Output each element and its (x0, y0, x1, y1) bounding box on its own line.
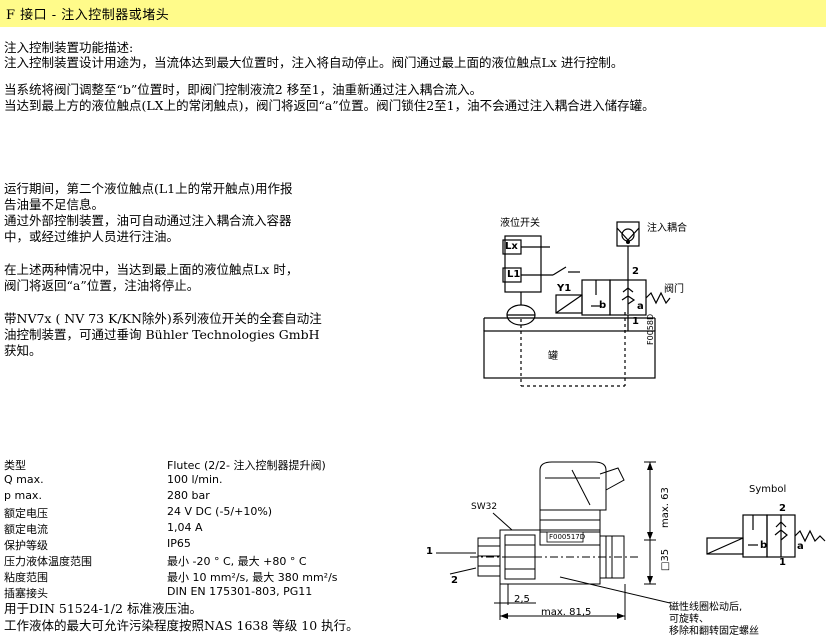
para-1-line-2: 告油量不足信息。 (4, 197, 105, 212)
spec-label-p: p max. (4, 489, 42, 502)
drawing-code: F000517D (549, 533, 586, 541)
para-2-line-2: 中，或经过维护人员进行注油。 (4, 229, 180, 244)
para-2-line-1: 通过外部控制装置，油可自动通过注入耦合流入容器 (4, 213, 292, 228)
footnote-2: 工作液体的最大可允许污染程度按照NAS 1638 等级 10 执行。 (4, 618, 359, 633)
section-header: F 接口 - 注入控制器或堵头 (0, 0, 826, 27)
spec-value-q: 100 l/min. (167, 473, 223, 486)
symbol-port-1: 1 (779, 557, 786, 568)
spec-value-temperature: 最小 -20 ° C, 最大 +80 ° C (167, 555, 307, 568)
schematic-code: F0058D (646, 313, 655, 345)
label-max-63: max. 63 (660, 487, 671, 528)
label-d35: □35 (660, 548, 671, 571)
drawing-port-2: 2 (451, 575, 458, 586)
label-y1: Y1 (557, 283, 572, 294)
spec-label-q: Q max. (4, 473, 44, 486)
drawing-port-1: 1 (426, 546, 433, 557)
symbol-title: Symbol (749, 484, 787, 495)
tank-shape (483, 330, 656, 379)
para-3-line-2: 阀门将返回“a”位置，注油将停止。 (4, 278, 200, 293)
spec-value-type: Flutec (2/2- 注入控制器提升阀) (167, 459, 326, 472)
note-line-1: 磁性线圈松动后, (669, 602, 743, 613)
para-4-line-1: 带NV7x ( NV 73 K/KN除外)系列液位开关的全套自动注 (4, 311, 322, 326)
spec-label-current: 额定电流 (4, 523, 48, 536)
spec-label-temperature: 压力液体温度范围 (4, 555, 92, 568)
intro-line-2: 当系统将阀门调整至“b”位置时，即阀门控制液流2 移至1，油重新通过注入耦合流入… (4, 82, 483, 97)
para-4-line-3: 获知。 (4, 343, 42, 358)
label-valve: 阀门 (664, 284, 684, 295)
footnote-1: 用于DIN 51524-1/2 标准液压油。 (4, 601, 202, 616)
label-fill-coupling: 注入耦合 (647, 223, 687, 234)
section-title: F 接口 - 注入控制器或堵头 (6, 8, 170, 23)
spec-value-current: 1,04 A (167, 521, 203, 534)
label-sw32: SW32 (471, 502, 498, 512)
note-line-2: 可旋转、 (669, 614, 709, 625)
para-1-line-1: 运行期间，第二个液位触点(L1上的常开触点)用作报 (4, 181, 293, 196)
spec-value-protection: IP65 (167, 537, 191, 550)
spec-label-type: 类型 (4, 459, 26, 472)
para-3-line-1: 在上述两种情况中，当达到最上面的液位触点Lx 时， (4, 262, 299, 277)
spec-label-voltage: 额定电压 (4, 507, 48, 520)
symbol-b: b (760, 540, 768, 551)
intro-line-3: 当达到最上方的液位触点(LX上的常闭触点)，阀门将返回“a”位置。阀门锁住2至1… (4, 98, 655, 113)
intro-title: 注入控制装置功能描述: (4, 40, 134, 55)
spec-value-viscosity: 最小 10 mm²/s, 最大 380 mm²/s (167, 571, 338, 584)
float-shape (506, 304, 536, 326)
intro-line-1: 注入控制装置设计用途为，当流体达到最大位置时，注入将自动停止。阀门通过最上面的液… (4, 55, 624, 70)
label-l1: L1 (507, 269, 521, 280)
spec-value-p: 280 bar (167, 489, 210, 502)
label-b: b (599, 300, 607, 311)
label-port-2: 2 (632, 266, 639, 277)
spec-value-connector: DIN EN 175301-803, PG11 (167, 585, 313, 598)
symbol-a: a (797, 541, 804, 552)
label-dim-2-5: 2,5 (514, 594, 530, 605)
para-4-line-2: 油控制装置，可通过垂询 Bühler Technologies GmbH (4, 327, 320, 342)
spec-label-viscosity: 粘度范围 (4, 571, 48, 584)
spec-label-protection: 保护等级 (4, 539, 48, 552)
note-line-3: 移除和翻转固定螺丝 (669, 626, 759, 637)
label-a: a (637, 301, 644, 312)
label-max-81-5: max. 81,5 (541, 607, 592, 618)
label-tank: 罐 (548, 351, 558, 362)
label-port-1: 1 (632, 316, 639, 327)
spec-label-connector: 插塞接头 (4, 587, 48, 600)
symbol-port-2: 2 (779, 503, 786, 514)
spec-value-voltage: 24 V DC (-5/+10%) (167, 505, 273, 518)
label-level-switch: 液位开关 (500, 218, 540, 229)
label-lx: Lx (505, 241, 518, 252)
